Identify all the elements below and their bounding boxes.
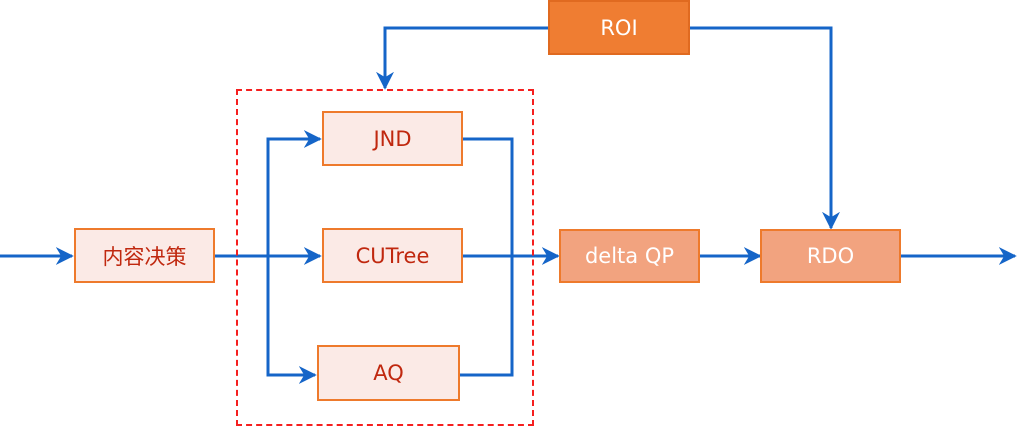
cutree-label: CUTree [355,243,430,268]
cutree-node[interactable]: CUTree [322,228,463,283]
roi-node[interactable]: ROI [548,0,690,55]
arrow-branch-to-jnd [266,130,322,256]
arrow-branch-to-aq [266,256,317,384]
delta-qp-label: delta QP [584,244,675,268]
aq-node[interactable]: AQ [317,345,460,401]
aq-label: AQ [373,361,404,385]
content-decision-node[interactable]: 内容决策 [74,228,215,283]
delta-qp-node[interactable]: delta QP [559,229,700,283]
roi-label: ROI [600,15,638,40]
line-aq-out [460,256,514,377]
jnd-label: JND [373,126,412,151]
content-decision-label: 内容决策 [102,244,187,269]
line-jnd-out [463,137,514,256]
rdo-node[interactable]: RDO [760,229,901,283]
rdo-label: RDO [806,244,855,268]
arrow-roi-to-group [376,26,548,90]
qp-strategy-group [236,89,534,426]
arrow-roi-to-rdo [690,26,840,230]
jnd-node[interactable]: JND [322,111,463,166]
